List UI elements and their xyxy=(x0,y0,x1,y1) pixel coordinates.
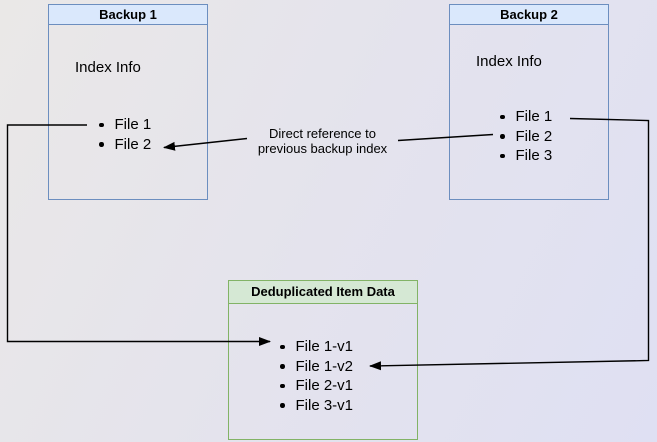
list-item: File 2 xyxy=(500,127,552,147)
bullet-icon xyxy=(280,344,285,349)
file-item-label: File 3 xyxy=(515,147,553,165)
backup1-file-list: File 1 File 2 xyxy=(99,115,151,154)
bullet-icon xyxy=(99,122,104,127)
list-item: File 3-v1 xyxy=(280,396,353,416)
file-item-label: File 1-v1 xyxy=(295,338,354,356)
list-item: File 2 xyxy=(99,135,151,155)
backup1-title: Backup 1 xyxy=(49,5,207,25)
direct-reference-label: Direct reference to previous backup inde… xyxy=(242,126,403,156)
dedup-file-list: File 1-v1 File 1-v2 File 2-v1 File 3-v1 xyxy=(280,337,353,415)
bullet-icon xyxy=(500,153,505,158)
backup2-box: Backup 2 Index Info File 1 File 2 File 3 xyxy=(449,4,609,200)
direct-reference-label-line1: Direct reference to xyxy=(269,126,376,141)
list-item: File 3 xyxy=(500,146,552,166)
file-item-label: File 2-v1 xyxy=(295,377,354,395)
backup1-index-info-label: Index Info xyxy=(75,59,141,76)
dedup-title: Deduplicated Item Data xyxy=(229,281,417,304)
bullet-icon xyxy=(280,364,285,369)
list-item: File 1-v2 xyxy=(280,357,353,377)
list-item: File 1 xyxy=(500,107,552,127)
file-item-label: File 3-v1 xyxy=(295,396,354,414)
dedup-box: Deduplicated Item Data File 1-v1 File 1-… xyxy=(228,280,418,440)
bullet-icon xyxy=(280,383,285,388)
backup2-index-info-label: Index Info xyxy=(476,53,542,70)
file-item-label: File 2 xyxy=(515,127,553,145)
file-item-label: File 1-v2 xyxy=(295,357,354,375)
backup2-title: Backup 2 xyxy=(450,5,608,25)
bullet-icon xyxy=(280,403,285,408)
list-item: File 1-v1 xyxy=(280,337,353,357)
bullet-icon xyxy=(99,142,104,147)
backup2-file-list: File 1 File 2 File 3 xyxy=(500,107,552,166)
bullet-icon xyxy=(500,134,505,139)
file-item-label: File 2 xyxy=(114,135,152,153)
list-item: File 2-v1 xyxy=(280,376,353,396)
backup1-box: Backup 1 Index Info File 1 File 2 xyxy=(48,4,208,200)
file-item-label: File 1 xyxy=(114,116,152,134)
file-item-label: File 1 xyxy=(515,108,553,126)
list-item: File 1 xyxy=(99,115,151,135)
bullet-icon xyxy=(500,114,505,119)
direct-reference-label-line2: previous backup index xyxy=(257,140,388,156)
